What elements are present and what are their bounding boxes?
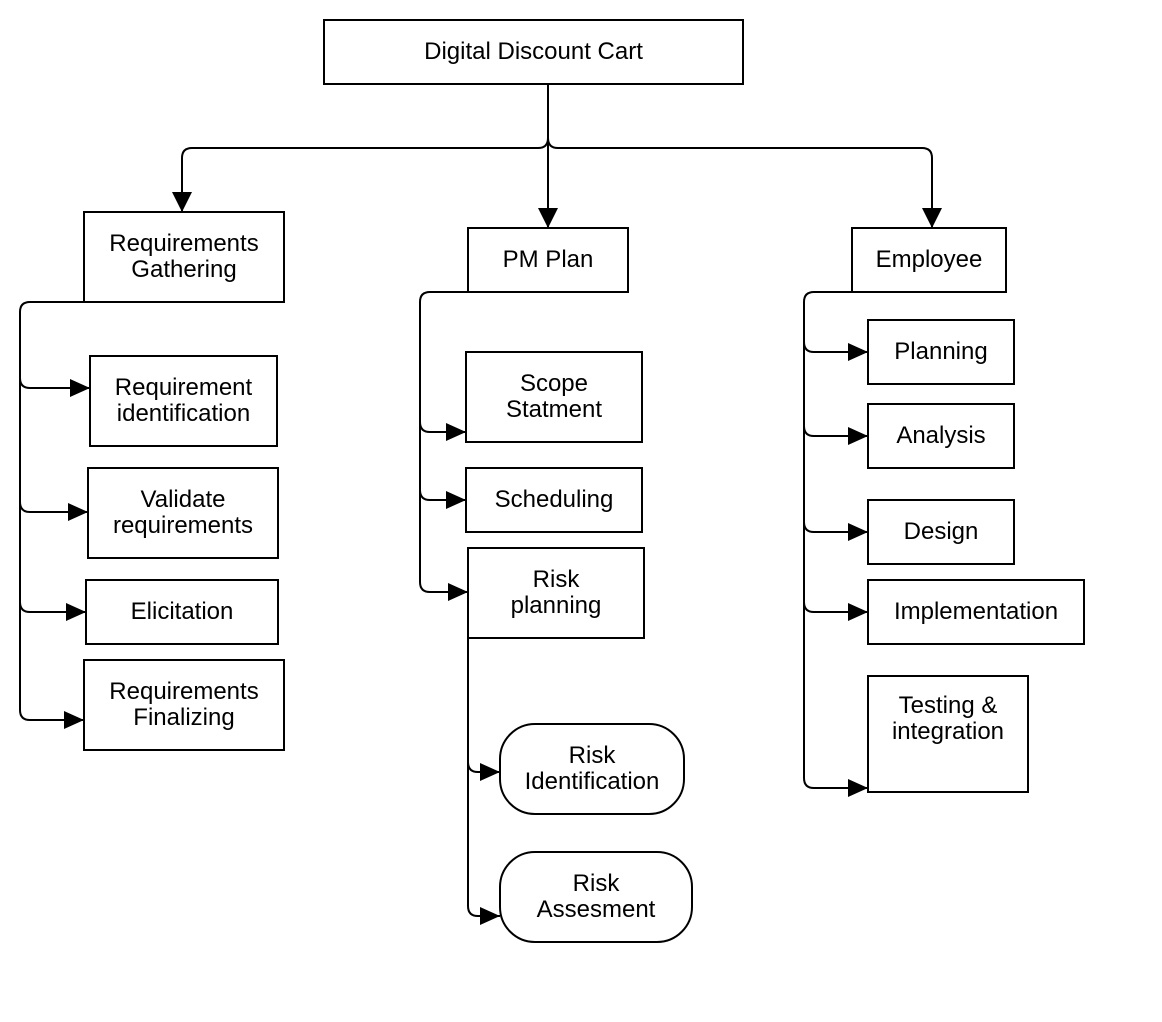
arrowhead-analysis — [848, 427, 868, 445]
node-validate-requirements: Validate requirements — [87, 467, 279, 559]
arrowhead-risk-assesment — [480, 907, 500, 925]
node-elicitation: Elicitation — [85, 579, 279, 645]
arrowhead-requirements-gathering — [172, 192, 192, 212]
arrowhead-testing-integration — [848, 779, 868, 797]
node-risk-assesment: Risk Assesment — [499, 851, 693, 943]
arrowhead-design — [848, 523, 868, 541]
node-scope-statment: Scope Statment — [465, 351, 643, 443]
arrowhead-planning — [848, 343, 868, 361]
node-requirements-finalizing: Requirements Finalizing — [83, 659, 285, 751]
connector-planning — [803, 341, 868, 353]
connector-requirement-identification — [19, 377, 90, 389]
connector-spine-risk-planning — [467, 638, 500, 917]
node-planning: Planning — [867, 319, 1015, 385]
connector-elicitation — [19, 601, 86, 613]
arrowhead-risk-planning — [448, 583, 468, 601]
node-design: Design — [867, 499, 1015, 565]
arrowhead-pm-plan — [538, 208, 558, 228]
connector-scheduling — [419, 489, 466, 501]
arrowhead-employee — [922, 208, 942, 228]
arrowhead-scheduling — [446, 491, 466, 509]
connector-validate-requirements — [19, 501, 88, 513]
connector-spine-requirements — [19, 301, 84, 721]
node-risk-planning: Risk planning — [467, 547, 645, 639]
arrowhead-requirement-identification — [70, 379, 90, 397]
arrowhead-elicitation — [66, 603, 86, 621]
node-testing-integration: Testing & integration — [867, 675, 1029, 793]
node-employee: Employee — [851, 227, 1007, 293]
node-digital-discount-cart: Digital Discount Cart — [323, 19, 744, 85]
arrowhead-requirements-finalizing — [64, 711, 84, 729]
node-requirement-identification: Requirement identification — [89, 355, 278, 447]
node-implementation: Implementation — [867, 579, 1085, 645]
arrowhead-validate-requirements — [68, 503, 88, 521]
arrowhead-implementation — [848, 603, 868, 621]
node-scheduling: Scheduling — [465, 467, 643, 533]
arrowhead-risk-identification — [480, 763, 500, 781]
connector-scope-statment — [419, 421, 466, 433]
connector-spine-pm-plan — [419, 291, 468, 593]
connector-analysis — [803, 425, 868, 437]
node-pm-plan: PM Plan — [467, 227, 629, 293]
connector-root-requirements — [181, 84, 549, 212]
connector-root-employee — [547, 84, 933, 228]
node-risk-identification: Risk Identification — [499, 723, 685, 815]
connector-spine-employee — [803, 291, 868, 789]
connector-design — [803, 521, 868, 533]
arrowhead-scope-statment — [446, 423, 466, 441]
node-requirements-gathering: Requirements Gathering — [83, 211, 285, 303]
node-analysis: Analysis — [867, 403, 1015, 469]
connector-implementation — [803, 601, 868, 613]
connector-risk-identification — [467, 761, 500, 773]
